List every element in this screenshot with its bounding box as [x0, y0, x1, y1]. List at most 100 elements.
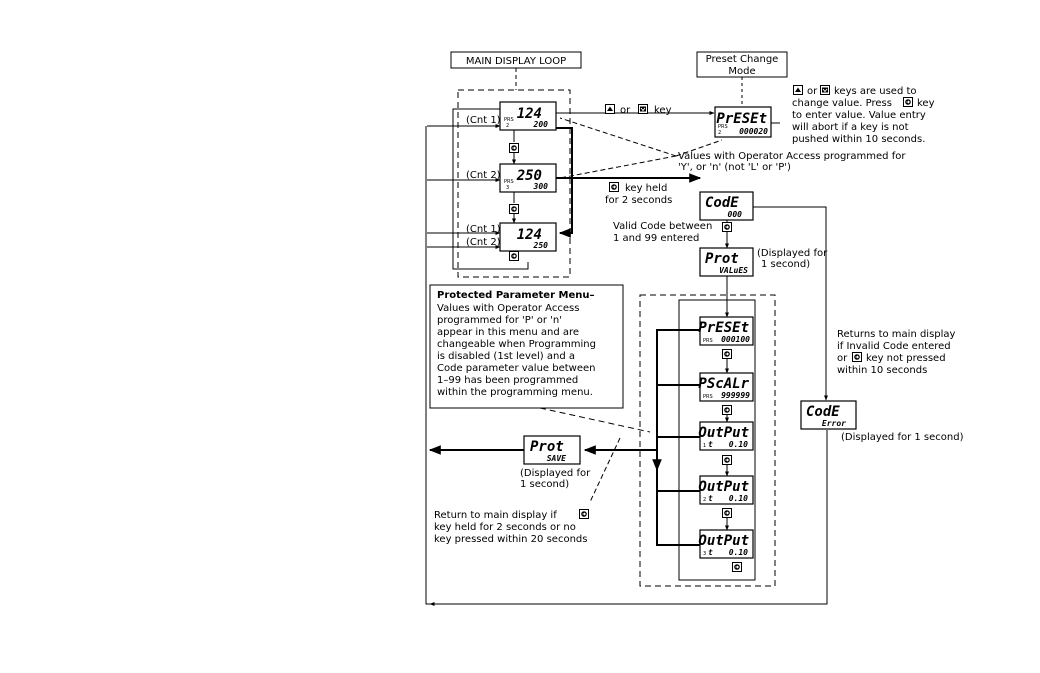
returns-main-line-4: within 10 seconds — [837, 365, 927, 376]
protected-menu-dashed-frame — [639, 294, 776, 587]
up-arrow-key-icon — [605, 104, 615, 114]
preset-change-title-1: Preset Change — [706, 54, 779, 65]
preset-display-top: PrESEt — [716, 111, 767, 127]
return-main-line-1: Return to main display if — [434, 510, 557, 521]
program-key-icon — [579, 509, 589, 519]
main-display-2-prs: PRS — [504, 179, 514, 185]
return-main-line-2: key held for 2 seconds or no — [434, 522, 576, 533]
pm-output3-idx: 3 — [703, 551, 706, 557]
program-key-icon — [852, 352, 862, 362]
program-key-icon — [722, 508, 732, 518]
cnt-label-4: (Cnt 2) — [466, 237, 501, 248]
change-value-line-1: keys are used to — [834, 86, 917, 97]
code-display: CodE 000 — [699, 191, 754, 221]
main-display-2-top: 250 — [516, 168, 542, 184]
preset-display-prs: PRS — [718, 124, 728, 130]
code-display-bottom: 000 — [728, 210, 743, 219]
main-display-2-bottom: 300 — [533, 182, 549, 191]
pm-preset-bottom: 000100 — [721, 335, 750, 344]
pm-output3-display: OutPut 3 t 0.10 — [698, 529, 754, 559]
change-value-or: or — [807, 86, 818, 97]
preset-display-idx: 2 — [718, 130, 721, 136]
pm-output3-sub: t — [708, 548, 713, 557]
program-key-icon — [732, 562, 742, 572]
main-display-3-top: 124 — [517, 227, 542, 243]
prot-save-bottom: SAVE — [547, 454, 566, 463]
pm-preset-prs: PRS — [703, 338, 713, 344]
main-display-3-bottom: 250 — [533, 241, 549, 250]
main-display-1-prs: PRS — [504, 117, 514, 123]
pm-output1-idx: 1 — [703, 443, 706, 449]
displayed-1s-a-2: 1 second) — [761, 259, 810, 270]
pm-output2-top: OutPut — [698, 479, 749, 495]
operator-access-note: Values with Operator Access programmed f… — [559, 117, 906, 179]
pm-preset-display: PrESEt PRS 000100 — [698, 316, 754, 346]
program-key-icon — [609, 182, 619, 192]
program-key-icon — [722, 405, 732, 415]
preset-display: PrESEt PRS 2 000020 — [714, 106, 772, 138]
pm-output1-bottom: 0.10 — [729, 440, 748, 449]
code-error-display: CodE Error — [800, 400, 857, 430]
main-display-1-bottom: 200 — [533, 120, 549, 129]
program-key-icon — [509, 204, 519, 214]
returns-main-line-1: Returns to main display — [837, 329, 956, 340]
cnt-label-1: (Cnt 1) — [466, 115, 501, 126]
displayed-1s-a-1: (Displayed for — [757, 248, 828, 259]
main-display-3: 124 250 — [499, 222, 557, 252]
main-loop-dashed-frame — [457, 89, 571, 278]
preset-change-title-2: Mode — [728, 66, 755, 77]
down-arrow-key-icon — [820, 85, 830, 95]
return-main-note: Return to main display if key held for 2… — [434, 509, 589, 545]
operator-access-line-1: Values with Operator Access programmed f… — [678, 151, 906, 162]
main-display-loop: MAIN DISPLAY LOOP 124 PRS 2 200 250 PRS … — [427, 51, 702, 278]
cnt-label-3: (Cnt 1) — [466, 224, 501, 235]
valid-code-line-1: Valid Code between — [613, 221, 712, 232]
pm-output1-top: OutPut — [698, 425, 749, 441]
cnt-label-2: (Cnt 2) — [466, 170, 501, 181]
change-value-key: key — [917, 98, 935, 109]
protected-menu-title: Protected Parameter Menu– — [437, 290, 594, 301]
protected-menu-line-1: Values with Operator Access — [437, 303, 579, 314]
change-value-line-4: will abort if a key is not — [792, 122, 909, 133]
main-display-2: 250 PRS 3 300 — [499, 163, 557, 193]
main-loop-title: MAIN DISPLAY LOOP — [466, 56, 566, 67]
pm-output2-display: OutPut 2 t 0.10 — [698, 475, 754, 505]
pm-output2-bottom: 0.10 — [729, 494, 748, 503]
pm-pscalr-prs: PRS — [703, 394, 713, 400]
displayed-1s-b: (Displayed for 1 second) — [841, 432, 964, 443]
protected-menu-note: Protected Parameter Menu– Values with Op… — [429, 284, 651, 433]
code-error-top: CodE — [806, 404, 840, 420]
prot-save-display: Prot SAVE — [523, 435, 581, 465]
prot-values-bottom: VALuES — [719, 266, 748, 275]
pm-pscalr-top: PScALr — [698, 376, 749, 392]
program-key-icon — [509, 251, 519, 261]
protected-menu-line-2: programmed for 'P' or 'n' — [437, 315, 562, 326]
preset-display-bottom: 000020 — [739, 127, 768, 136]
program-key-icon — [722, 222, 732, 232]
prot-values-top: Prot — [705, 251, 739, 267]
prot-values-display: Prot VALuES — [699, 247, 754, 277]
returns-main-line-3: key not pressed — [866, 353, 946, 364]
preset-change-title-box — [696, 51, 788, 78]
up-arrow-key-icon — [793, 85, 803, 95]
pm-pscalr-bottom: 999999 — [721, 391, 750, 400]
main-display-2-idx: 3 — [506, 185, 509, 191]
preset-change-block: Preset Change Mode or key PrESEt PRS 2 0… — [556, 51, 935, 145]
main-display-1: 124 PRS 2 200 — [499, 101, 557, 131]
displayed-1s-c-2: 1 second) — [520, 479, 569, 490]
protected-menu-line-7: 1–99 has been programmed — [437, 375, 578, 386]
exit-paths — [428, 329, 700, 546]
pm-output1-display: OutPut 1 t 0.10 — [698, 421, 754, 451]
valid-code-line-2: 1 and 99 entered — [613, 233, 699, 244]
program-key-icon — [903, 97, 913, 107]
returns-main-line-2: if Invalid Code entered — [837, 341, 951, 352]
key-label: key — [654, 105, 672, 116]
protected-menu-line-4: changeable when Programming — [437, 339, 596, 350]
returns-main-note: Returns to main display if Invalid Code … — [837, 329, 956, 376]
return-main-line-3: key pressed within 20 seconds — [434, 534, 587, 545]
pm-output3-bottom: 0.10 — [729, 548, 748, 557]
pm-preset-top: PrESEt — [698, 320, 749, 336]
key-or-label: or — [620, 105, 631, 116]
pm-output3-top: OutPut — [698, 533, 749, 549]
